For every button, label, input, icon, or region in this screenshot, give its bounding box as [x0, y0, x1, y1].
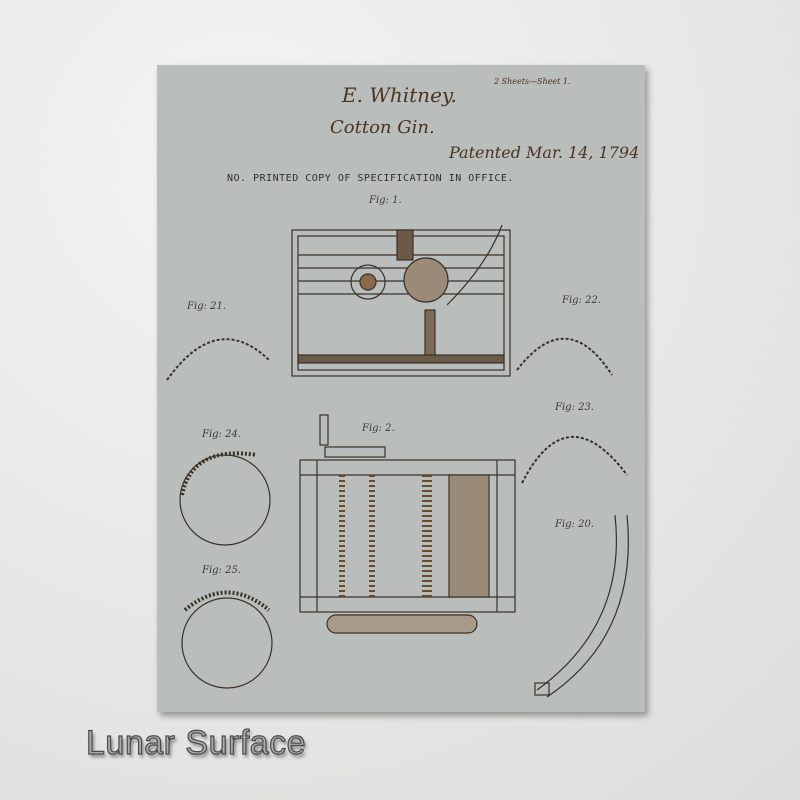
- fig-2-drawing: [299, 414, 516, 634]
- fig-25-label: Fig: 25.: [202, 565, 241, 576]
- fig-21-label: Fig: 21.: [187, 301, 226, 312]
- product-caption: Lunar Surface: [85, 723, 307, 762]
- fig-20-label: Fig: 20.: [555, 519, 594, 530]
- patent-title: Cotton Gin.: [330, 117, 435, 138]
- fig-25-drawing: [181, 590, 273, 689]
- fig-24-label: Fig: 24.: [202, 429, 241, 440]
- fig-2-label: Fig: 2.: [362, 423, 395, 434]
- fig-22-saw: [516, 337, 613, 376]
- patent-date: Patented Mar. 14, 1794: [449, 143, 640, 162]
- patent-drawings: [166, 224, 629, 698]
- fig-1-label: Fig: 1.: [369, 195, 402, 206]
- fig-21-saw: [166, 338, 270, 381]
- inventor-name: E. Whitney.: [342, 83, 457, 107]
- fig-24-drawing: [179, 451, 271, 546]
- sheet-note: 2 Sheets—Sheet 1.: [494, 77, 571, 86]
- fig-20-drawing: [534, 514, 629, 698]
- fig-22-label: Fig: 22.: [562, 295, 601, 306]
- office-note: NO. PRINTED COPY OF SPECIFICATION IN OFF…: [227, 173, 514, 184]
- fig-1-drawing: [291, 224, 511, 377]
- fig-23-saw: [521, 435, 628, 484]
- fig-23-label: Fig: 23.: [555, 402, 594, 413]
- patent-print: 2 Sheets—Sheet 1. E. Whitney. Cotton Gin…: [157, 65, 645, 712]
